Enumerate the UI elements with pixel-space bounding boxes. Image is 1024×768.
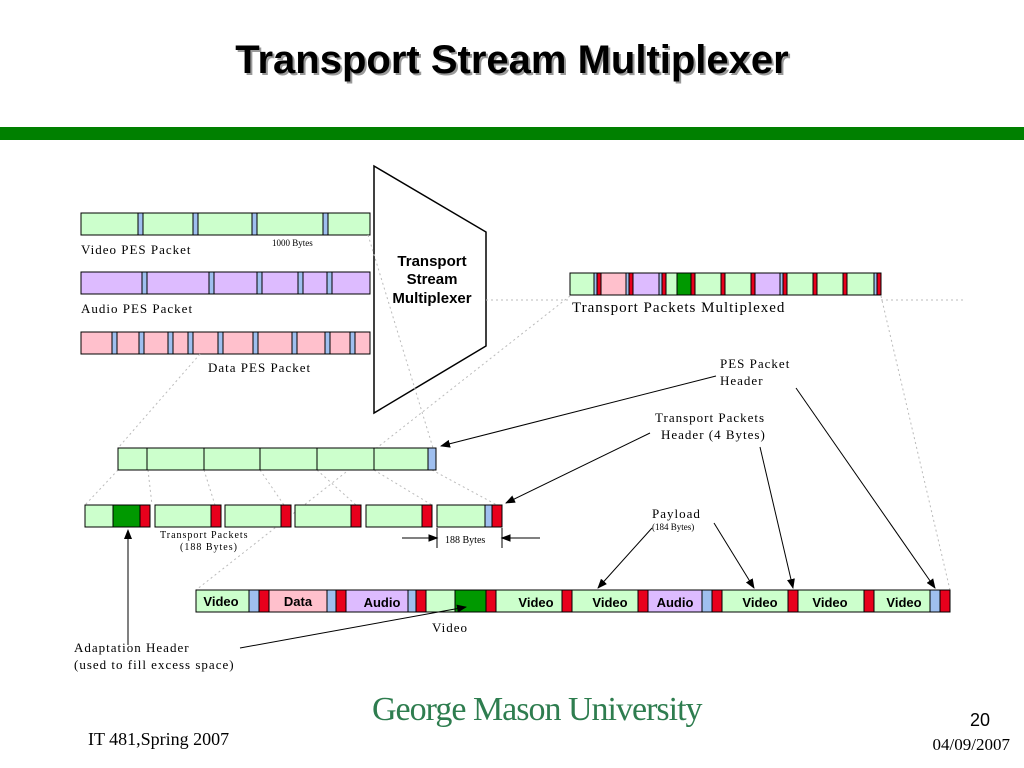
university-logo: George Mason University: [372, 691, 703, 728]
stream-seg-label: Video: [592, 595, 627, 610]
page-number: 20: [969, 710, 990, 730]
video-below-label: Video: [432, 620, 468, 635]
annotation-arrows: [124, 375, 936, 649]
tp-header-label-1: Transport Packets: [655, 410, 765, 425]
pes-header-label-2: Header: [720, 373, 764, 388]
title-rule: [0, 127, 1024, 140]
footer-date: 04/09/2007: [932, 735, 1010, 754]
stream-seg-label: Video: [886, 595, 921, 610]
audio-pes-packet: [80, 271, 371, 295]
adapt-header-label-1: Adaptation Header: [74, 640, 190, 655]
video-pes-label: Video PES Packet: [81, 242, 192, 257]
stream-seg-label: Audio: [364, 595, 401, 610]
stream-seg-label: Video: [203, 594, 238, 609]
stream-seg-label: Data: [284, 594, 313, 609]
video-pes-expanded: [117, 447, 437, 471]
mux-label-line2: Stream: [407, 271, 458, 288]
stream-seg-label: Video: [518, 595, 553, 610]
multiplexed-stream-row: [195, 589, 951, 613]
payload-label-1: Payload: [652, 506, 701, 521]
transport-packets-multiplexed: [569, 272, 882, 296]
stream-seg-label: Video: [742, 595, 777, 610]
multiplexer-block: [373, 164, 487, 415]
bytes-188-label: 188 Bytes: [445, 535, 485, 546]
audio-pes-label: Audio PES Packet: [81, 301, 193, 316]
tp-188-label-2: (188 Bytes): [180, 542, 238, 553]
data-pes-label: Data PES Packet: [208, 360, 311, 375]
ts-multiplexer-diagram: Video PES Packet 1000 Bytes Audio PES Pa…: [74, 164, 966, 672]
adapt-header-label-2: (used to fill excess space): [74, 657, 235, 672]
slide-title: Transport Stream Multiplexer: [235, 38, 789, 82]
tp-188-label-1: Transport Packets: [160, 530, 249, 541]
pes-header-label-1: PES Packet: [720, 356, 790, 371]
mux-label-line3: Multiplexer: [392, 290, 471, 307]
footer-course: IT 481,Spring 2007: [88, 729, 230, 749]
mux-label-line1: Transport: [397, 253, 466, 270]
stream-seg-label: Audio: [657, 595, 694, 610]
data-pes-packet: [80, 331, 371, 355]
transport-packets-188: [84, 504, 503, 528]
payload-label-2: (184 Bytes): [652, 522, 694, 532]
tp-header-label-2: Header (4 Bytes): [661, 427, 766, 442]
bytes-1000-label: 1000 Bytes: [272, 238, 313, 248]
video-pes-packet: [80, 212, 371, 236]
bytes-188-dimension: [402, 528, 540, 548]
tp-multiplexed-label: Transport Packets Multiplexed: [572, 300, 785, 316]
stream-seg-label: Video: [812, 595, 847, 610]
